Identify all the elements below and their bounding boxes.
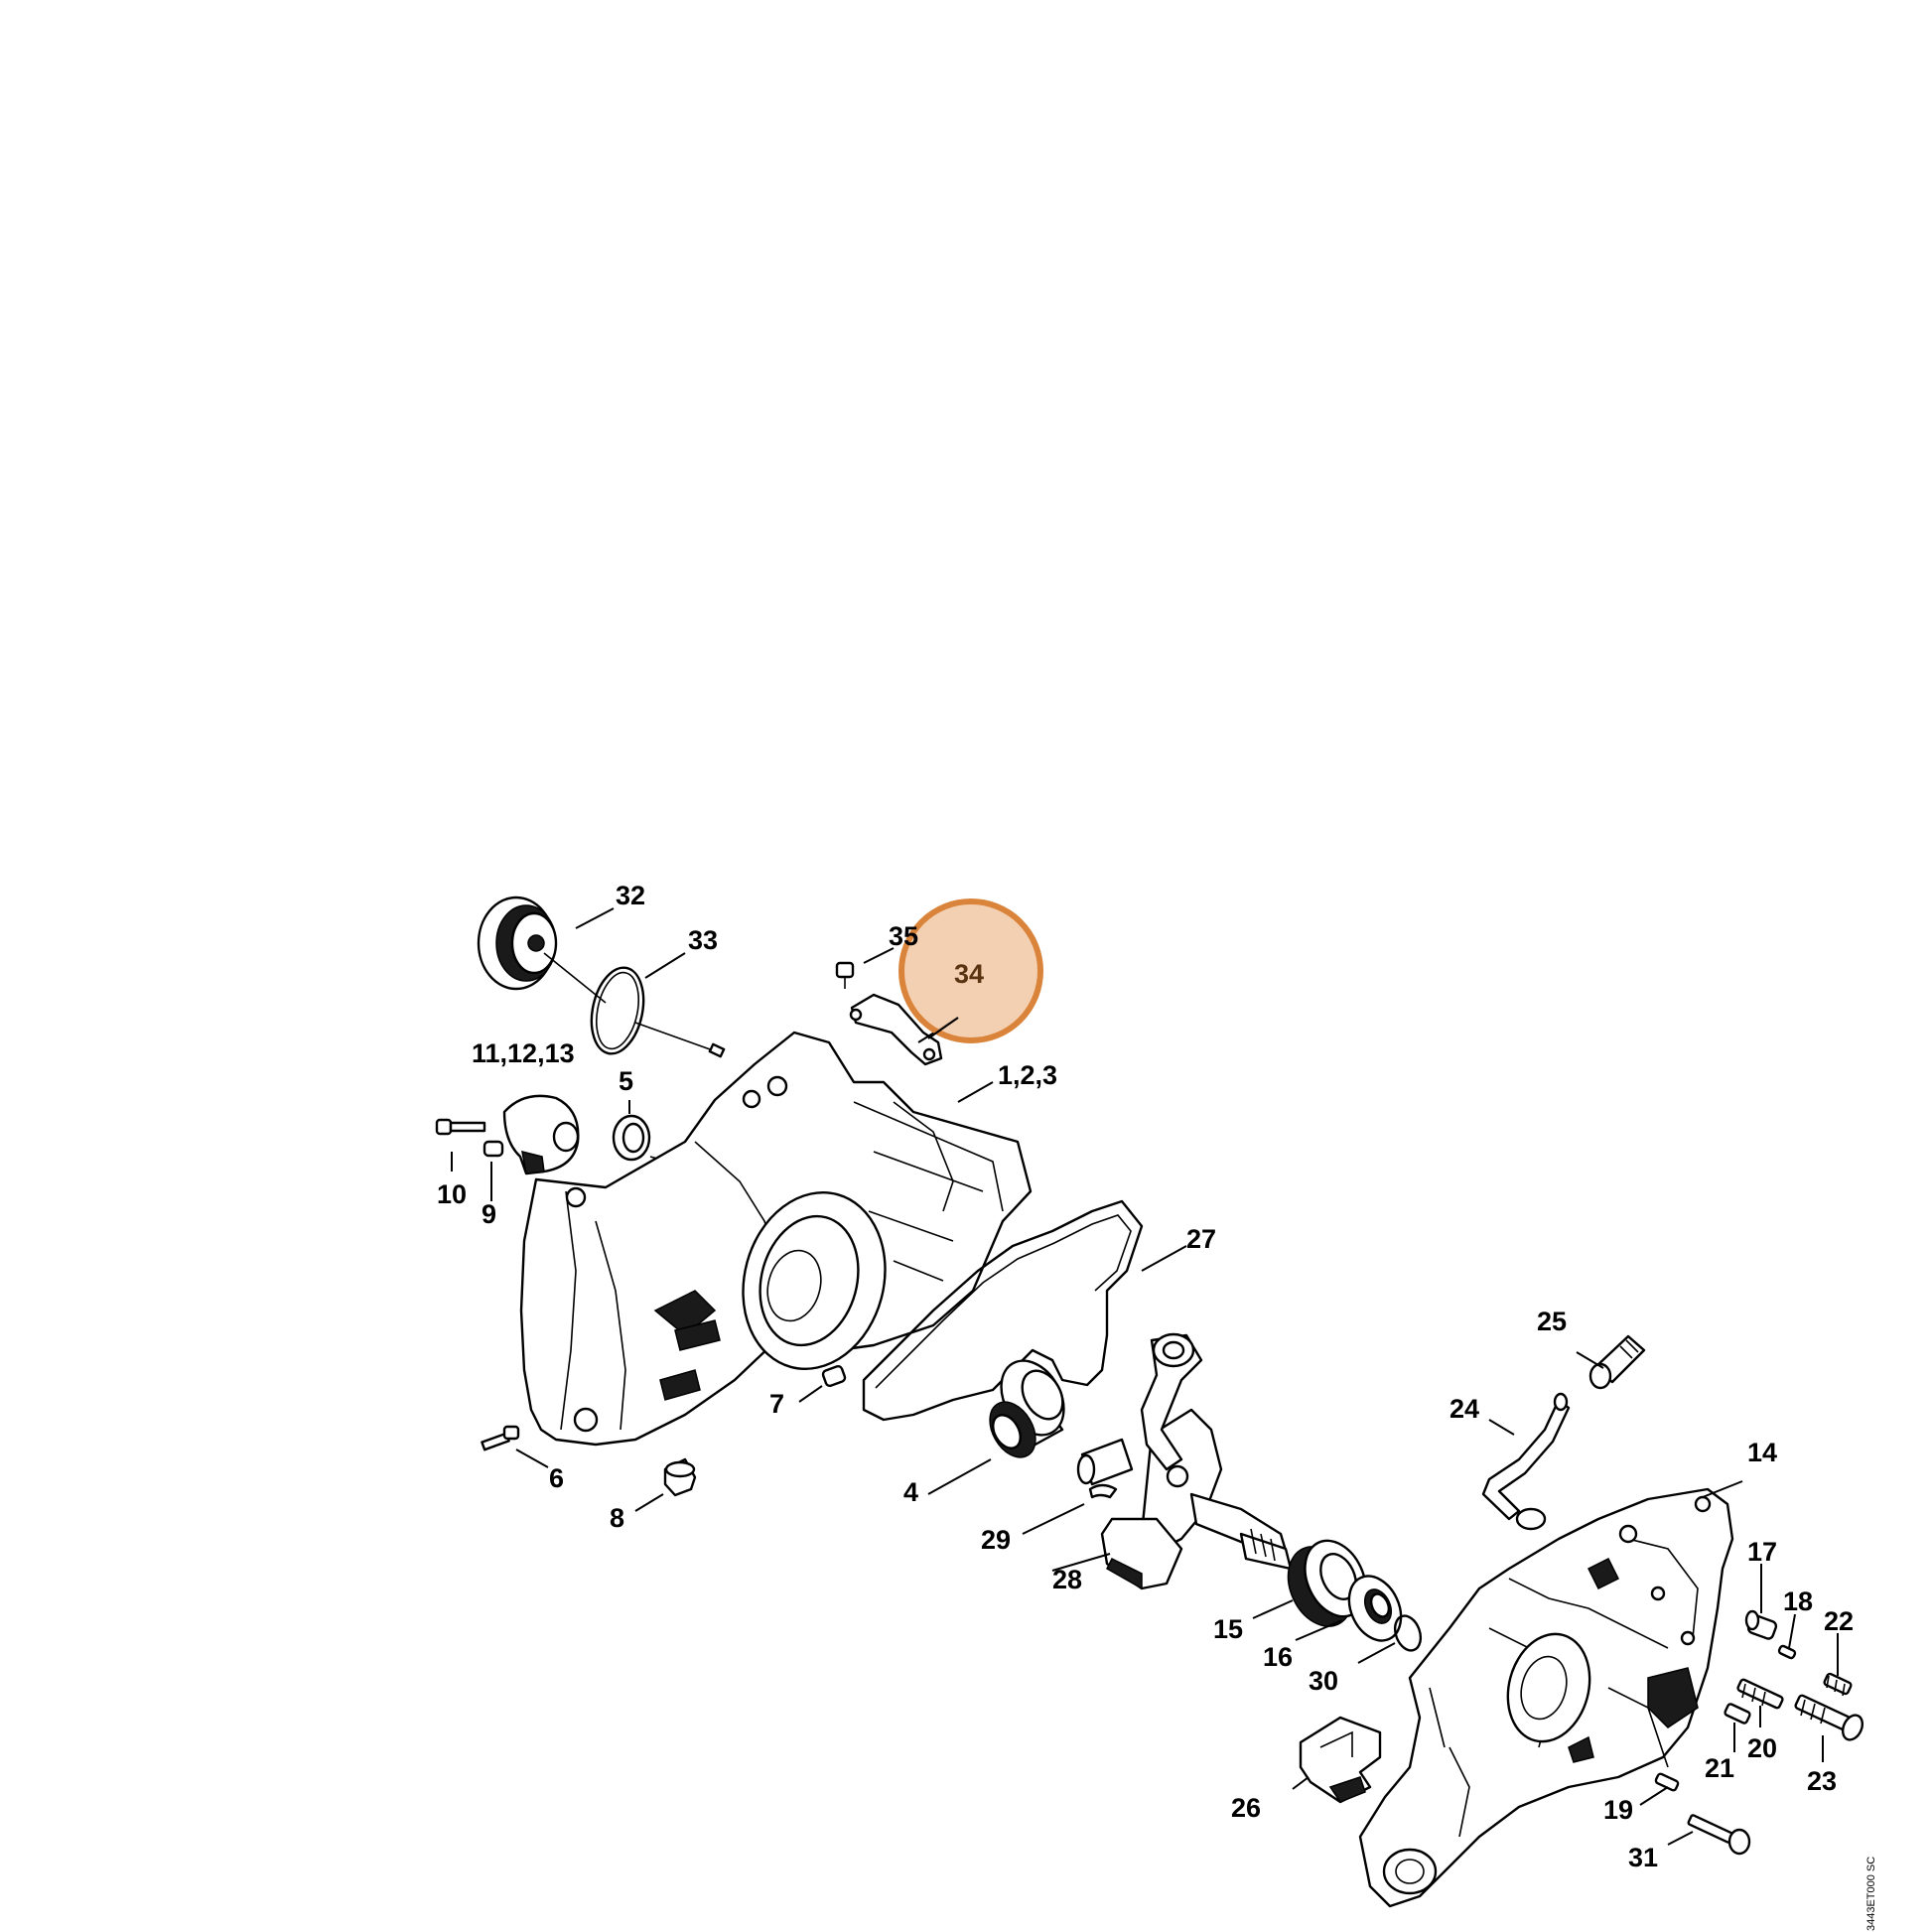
label-24: 24: [1449, 1394, 1479, 1424]
part-24-oil-hose[interactable]: [1481, 1392, 1571, 1531]
part-27-gasket[interactable]: [862, 1199, 1144, 1422]
part-17-sleeve[interactable]: [1744, 1609, 1778, 1640]
part-34-highlight[interactable]: [898, 898, 1043, 1043]
label-33: 33: [688, 925, 718, 955]
label-28: 28: [1052, 1565, 1082, 1594]
part-26-damper-block[interactable]: [1299, 1716, 1382, 1804]
label-16: 16: [1263, 1642, 1293, 1672]
part-4-ball-bearing[interactable]: [981, 1349, 1077, 1465]
label-25: 25: [1537, 1307, 1567, 1336]
part-33-o-ring[interactable]: [584, 963, 726, 1058]
label-19: 19: [1603, 1795, 1633, 1825]
label-11-12-13: 11,12,13: [472, 1038, 575, 1068]
label-29: 29: [981, 1525, 1011, 1555]
part-labels: 32 33 35 34 11,12,13 5 1,2,3 10 9 27 25 …: [437, 881, 1854, 1872]
label-6: 6: [549, 1463, 564, 1493]
part-35-screw[interactable]: [835, 961, 855, 989]
part-1-2-3-crankcase[interactable]: [519, 1031, 1033, 1447]
part-16-oil-seal[interactable]: [1339, 1568, 1411, 1649]
part-29-key[interactable]: [1088, 1483, 1118, 1499]
drawing-code: 3443ET000 SC: [1865, 1857, 1877, 1931]
part-7-dowel-pin[interactable]: [821, 1364, 847, 1388]
label-7: 7: [769, 1389, 784, 1419]
label-34: 34: [954, 959, 984, 989]
label-21: 21: [1705, 1753, 1734, 1783]
label-35: 35: [889, 921, 918, 951]
part-23-adjusting-screw[interactable]: [1794, 1694, 1866, 1743]
label-17: 17: [1747, 1537, 1777, 1567]
part-21-spring[interactable]: [1724, 1703, 1751, 1725]
label-1-2-3: 1,2,3: [998, 1060, 1057, 1090]
part-34-bracket[interactable]: [849, 993, 943, 1066]
part-30-circlip[interactable]: [1391, 1612, 1426, 1654]
part-25-fitting[interactable]: [1588, 1334, 1646, 1390]
part-32-starter-rotor[interactable]: [477, 896, 607, 1004]
label-10: 10: [437, 1179, 467, 1209]
part-8-plug[interactable]: [663, 1457, 697, 1497]
leader-lines: [451, 907, 1839, 1846]
label-5: 5: [619, 1066, 633, 1096]
label-9: 9: [482, 1199, 496, 1229]
label-26: 26: [1231, 1793, 1261, 1823]
part-28-crankshaft[interactable]: [1076, 1332, 1293, 1590]
label-27: 27: [1186, 1224, 1216, 1254]
part-31-bolt[interactable]: [1687, 1814, 1751, 1856]
part-5-oil-seal[interactable]: [612, 1114, 686, 1224]
part-14-crankcase-half[interactable]: [1358, 1487, 1734, 1908]
label-31: 31: [1628, 1843, 1658, 1872]
label-18: 18: [1783, 1587, 1813, 1616]
label-23: 23: [1807, 1766, 1837, 1796]
label-20: 20: [1747, 1733, 1777, 1763]
label-30: 30: [1309, 1666, 1338, 1696]
label-4: 4: [903, 1477, 918, 1507]
part-20-bolt[interactable]: [1736, 1678, 1784, 1710]
label-32: 32: [616, 881, 645, 910]
label-14: 14: [1747, 1438, 1777, 1467]
part-10-bolt[interactable]: [435, 1118, 486, 1136]
part-6-screw[interactable]: [481, 1425, 520, 1451]
label-8: 8: [610, 1503, 624, 1533]
label-22: 22: [1824, 1606, 1854, 1636]
part-18-pin[interactable]: [1777, 1644, 1797, 1660]
part-19-set-screw[interactable]: [1654, 1772, 1680, 1792]
label-15: 15: [1213, 1614, 1243, 1644]
part-22-spring[interactable]: [1823, 1672, 1853, 1697]
part-11-12-13-cover[interactable]: [502, 1094, 580, 1175]
part-9-sleeve[interactable]: [483, 1140, 504, 1158]
